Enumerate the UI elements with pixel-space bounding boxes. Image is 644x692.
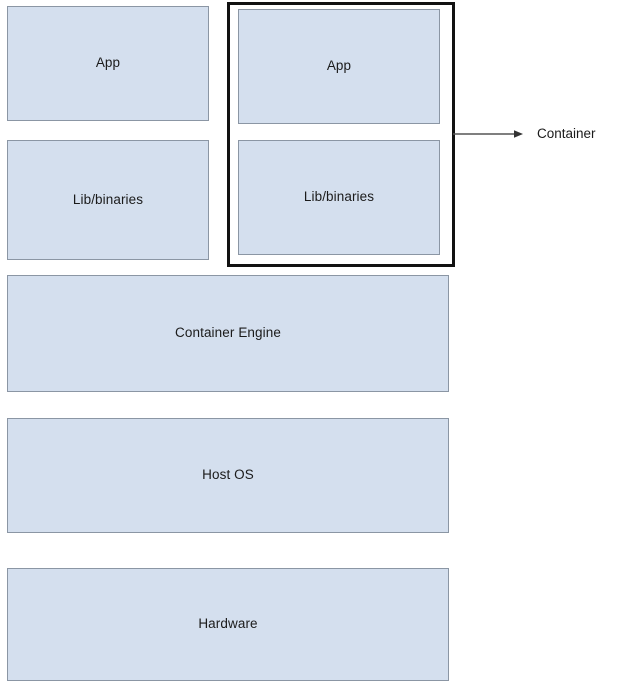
node-lib-binaries-left: Lib/binaries: [7, 140, 209, 260]
node-lib-binaries-right-label: Lib/binaries: [303, 189, 375, 205]
node-app-right-label: App: [326, 58, 352, 74]
node-app-left-label: App: [95, 55, 121, 71]
node-container-engine: Container Engine: [7, 275, 449, 392]
node-host-os-label: Host OS: [202, 467, 254, 483]
node-hardware-label: Hardware: [198, 616, 258, 632]
node-hardware: Hardware: [7, 568, 449, 681]
container-callout-arrow-icon: [453, 130, 523, 138]
node-host-os: Host OS: [7, 418, 449, 533]
node-container-engine-label: Container Engine: [175, 325, 281, 341]
container-callout-label: Container: [537, 126, 596, 141]
node-lib-binaries-left-label: Lib/binaries: [72, 191, 144, 207]
node-app-right: App: [238, 9, 440, 124]
node-lib-binaries-right: Lib/binaries: [238, 140, 440, 255]
node-app-left: App: [7, 6, 209, 121]
